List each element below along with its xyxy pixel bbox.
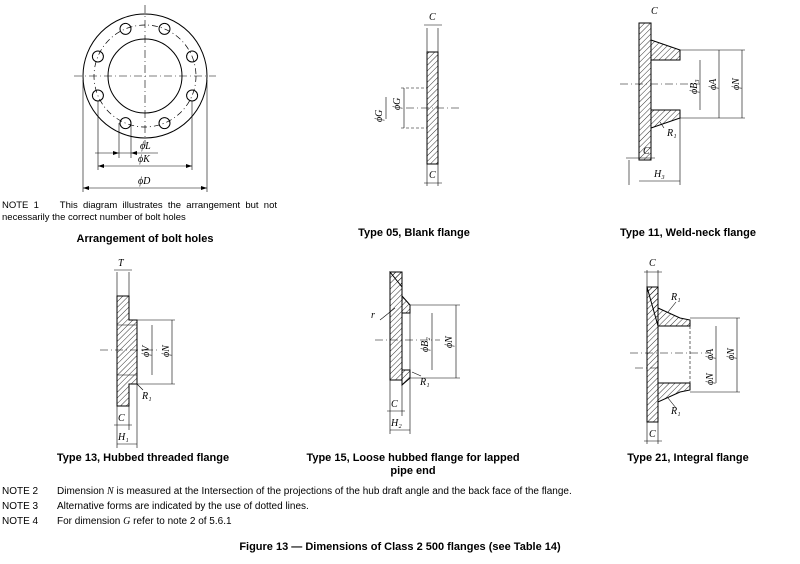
label-h2: H₂: [390, 418, 402, 429]
label-phi-l: ϕL: [140, 141, 151, 152]
label-c-top-type11: C: [651, 6, 658, 17]
note-1-tag: NOTE 1: [2, 200, 39, 211]
note-4-text-a: For dimension: [57, 516, 124, 527]
caption-type13: Type 13, Hubbed threaded flange: [57, 452, 229, 464]
label-c-top-type05: C: [429, 12, 436, 23]
label-phi-b2: ϕB₂: [420, 337, 431, 352]
label-phi-n-right-type21: ϕN: [726, 347, 737, 360]
note-4: NOTE 4 For dimension G refer to note 2 of…: [2, 514, 572, 529]
label-h1: H₁: [117, 432, 129, 443]
label-c-type11: C: [643, 146, 650, 157]
label-h3: H₃: [653, 169, 665, 180]
note-2-text-b: is measured at the Intersection of the p…: [113, 486, 572, 497]
label-t: T: [118, 258, 125, 269]
note-1: NOTE 1 This diagram illustrates the arra…: [2, 200, 277, 224]
label-phi-n-type11: ϕN: [731, 77, 742, 90]
type13-drawing: [100, 269, 175, 448]
note-2: NOTE 2 Dimension N is measured at the Int…: [2, 484, 572, 499]
note-4-symbol: G: [123, 516, 131, 527]
note-3-text: Alternative forms are indicated by the u…: [57, 501, 309, 512]
label-c-type15: C: [391, 399, 398, 410]
type15-drawing: [375, 271, 460, 434]
label-phi-k: ϕK: [138, 154, 151, 165]
type05-drawing: [385, 24, 460, 186]
caption-bolt-holes: Arrangement of bolt holes: [77, 233, 214, 245]
caption-type15-line1: Type 15, Loose hubbed flange for lapped: [306, 452, 519, 464]
label-phi-b3: ϕB₃: [689, 79, 700, 94]
label-r1-type13: R₁: [141, 391, 152, 402]
caption-type05: Type 05, Blank flange: [358, 227, 470, 239]
label-phi-n-inner-type21: ϕN: [705, 372, 716, 385]
figure-title: Figure 13 — Dimensions of Class 2 500 fl…: [239, 541, 561, 553]
note-2-text-a: Dimension: [57, 486, 108, 497]
label-c-bottom-type05: C: [429, 170, 436, 181]
bolt-hole-diagram: [74, 5, 216, 192]
note-4-text-b: refer to note 2 of 5.6.1: [130, 516, 232, 527]
flange-outline: [82, 13, 208, 139]
label-c-top-type21: C: [649, 258, 656, 269]
label-c-bottom-type21: C: [649, 429, 656, 440]
label-r1-top-type21: R₁: [670, 292, 681, 303]
label-phi-d: ϕD: [138, 176, 151, 187]
note-4-tag: NOTE 4: [2, 516, 39, 527]
note-2-symbol: N: [107, 486, 114, 497]
label-r1-type15: R₁: [419, 377, 430, 388]
label-r1-bottom-type21: R₁: [670, 406, 681, 417]
notes-block: NOTE 2 Dimension N is measured at the Int…: [2, 484, 572, 529]
label-phi-g-inner: ϕG: [392, 98, 403, 110]
label-phi-n-type13: ϕN: [161, 344, 172, 357]
note-2-tag: NOTE 2: [2, 486, 39, 497]
note-3: NOTE 3 Alternative forms are indicated by…: [2, 499, 572, 514]
type21-drawing: [630, 270, 740, 444]
caption-type21: Type 21, Integral flange: [627, 452, 748, 464]
label-r: r: [371, 310, 375, 321]
label-phi-g-outer: ϕG: [374, 110, 385, 122]
caption-type11: Type 11, Weld-neck flange: [620, 227, 756, 239]
type11-drawing: [620, 22, 745, 185]
label-phi-n-type15: ϕN: [444, 335, 455, 348]
note-3-tag: NOTE 3: [2, 501, 39, 512]
note-1-text: This diagram illustrates the arrangement…: [2, 200, 278, 223]
caption-type15-line2: pipe end: [390, 465, 435, 477]
label-c-type13: C: [118, 413, 125, 424]
label-r1-type11: R₁: [666, 128, 677, 139]
label-phi-v: ϕV: [141, 344, 152, 357]
label-phi-a-type11: ϕA: [708, 78, 719, 90]
label-phi-a-type21: ϕA: [705, 348, 716, 360]
